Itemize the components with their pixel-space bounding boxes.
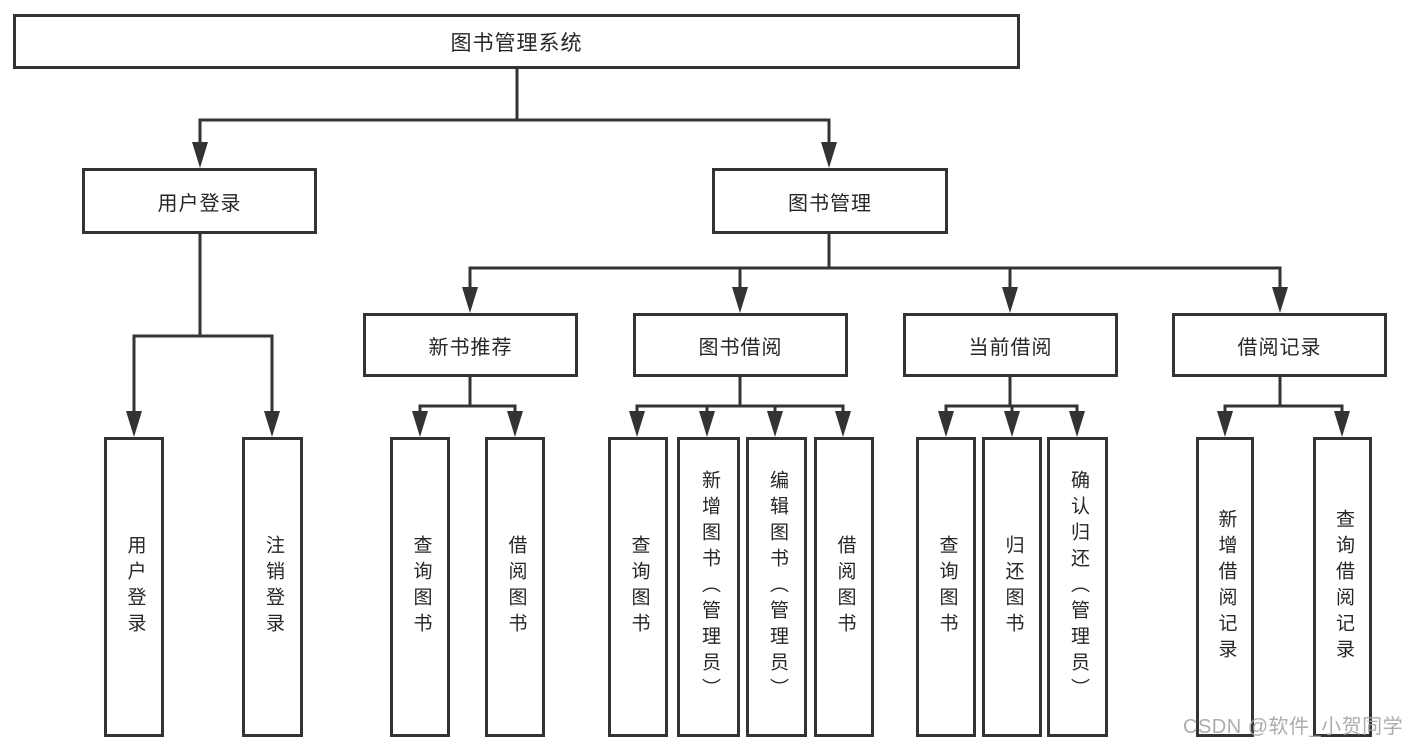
leaf-borrow-books: 借阅图书 bbox=[814, 437, 874, 737]
leaf-label: 查询图书 bbox=[410, 535, 432, 639]
leaf-label: 注销登录 bbox=[262, 535, 284, 639]
node-book-borrowing: 图书借阅 bbox=[633, 313, 848, 377]
leaf-label: 新增借阅记录 bbox=[1215, 509, 1237, 665]
leaf-logout-login: 注销登录 bbox=[242, 437, 303, 737]
leaf-label: 归还图书 bbox=[1002, 535, 1024, 639]
leaf-label: 新增图书（管理员） bbox=[698, 470, 720, 704]
leaf-label: 确认归还（管理员） bbox=[1067, 470, 1089, 704]
leaf-label: 查询借阅记录 bbox=[1332, 509, 1354, 665]
arrowheads bbox=[126, 142, 1350, 437]
leaf-label: 查询图书 bbox=[936, 535, 958, 639]
node-current-borrowing: 当前借阅 bbox=[903, 313, 1118, 377]
leaf-borrow-books-recommend: 借阅图书 bbox=[485, 437, 545, 737]
leaf-return-books: 归还图书 bbox=[982, 437, 1042, 737]
leaf-label: 借阅图书 bbox=[834, 535, 856, 639]
leaf-add-book-admin: 新增图书（管理员） bbox=[677, 437, 740, 737]
leaf-add-borrowing-record: 新增借阅记录 bbox=[1196, 437, 1254, 737]
node-borrowing-records: 借阅记录 bbox=[1172, 313, 1387, 377]
leaf-confirm-return-admin: 确认归还（管理员） bbox=[1047, 437, 1108, 737]
node-new-book-recommendation: 新书推荐 bbox=[363, 313, 578, 377]
leaf-user-login: 用户登录 bbox=[104, 437, 164, 737]
leaf-edit-book-admin: 编辑图书（管理员） bbox=[746, 437, 807, 737]
leaf-query-books-current: 查询图书 bbox=[916, 437, 976, 737]
leaf-label: 编辑图书（管理员） bbox=[766, 470, 788, 704]
leaf-label: 借阅图书 bbox=[505, 535, 527, 639]
csdn-watermark: CSDN @软件_小贺同学 bbox=[1183, 716, 1404, 738]
leaf-query-borrowing-record: 查询借阅记录 bbox=[1313, 437, 1372, 737]
leaf-query-books-recommend: 查询图书 bbox=[390, 437, 450, 737]
leaf-query-books-borrowing: 查询图书 bbox=[608, 437, 668, 737]
node-library-management-system: 图书管理系统 bbox=[13, 14, 1020, 69]
node-book-management: 图书管理 bbox=[712, 168, 948, 234]
leaf-label: 用户登录 bbox=[124, 535, 146, 639]
node-user-login: 用户登录 bbox=[82, 168, 317, 234]
leaf-label: 查询图书 bbox=[628, 535, 650, 639]
